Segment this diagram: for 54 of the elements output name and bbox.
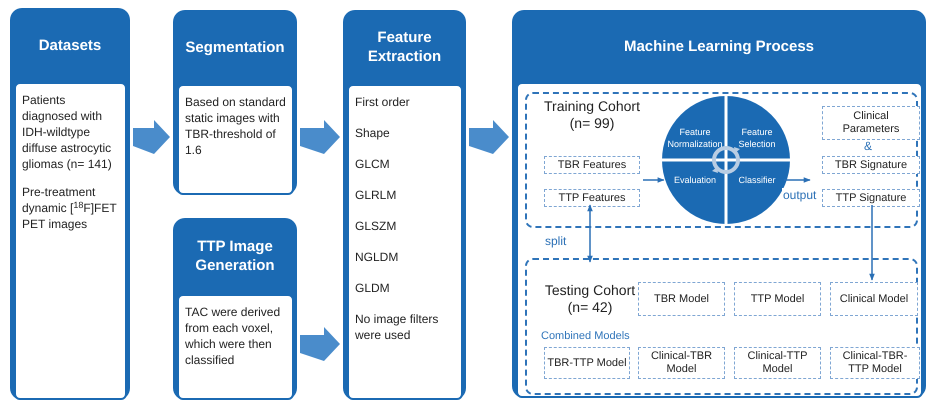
dashed-box: TTP Signature [822,189,920,207]
dashed-box: TTP Model [734,282,821,316]
arrow [869,205,875,281]
dashed-box: TBR-TTP Model [544,347,630,379]
dashed-box: TBR Features [544,156,640,174]
cohort-title: Testing Cohort (n= 42) [544,282,636,316]
dashed-box: TTP Features [544,189,640,207]
panel-heading: TTP Image Generation [194,237,276,275]
block-arrow [300,120,340,154]
dashed-box: Clinical Model [830,282,918,316]
dashed-box: Clinical Parameters [822,106,920,140]
quadrant-label: Feature Normalization [664,126,726,150]
dashed-box: Clinical-TBR-TTP Model [830,347,920,379]
process-panel [512,10,926,398]
ampersand-text: & [864,139,872,153]
quadrant-label: Evaluation [664,174,726,186]
dashed-box: Clinical-TBR Model [638,347,725,379]
panel-heading: Datasets [38,36,102,54]
dashed-box: Clinical-TTP Model [734,347,821,379]
cohort-title: Training Cohort (n= 99) [543,98,641,132]
process-panel [173,10,297,195]
dashed-group-box [525,92,918,228]
dashed-box: TBR Model [638,282,725,316]
panel-heading: Segmentation [185,38,285,56]
process-panel [10,8,130,400]
body-text: First order [355,94,411,110]
arrow [587,204,593,263]
body-text: GLCM [355,156,391,172]
dashed-group-box [525,258,918,395]
body-text: GLSZM [355,218,398,234]
body-text: GLRLM [355,187,398,203]
arrow [643,177,665,183]
edge-label: split [544,234,568,248]
body-text: Shape [355,125,391,141]
body-text: Pre-treatment dynamic [$^{18}$F]FET PET images [22,184,118,232]
process-panel [173,218,297,400]
arrow [784,177,811,183]
block-arrow [469,120,509,154]
process-panel [343,10,466,400]
quadrant-label: Classifier [726,174,788,186]
body-text: GLDM [355,280,391,296]
body-text: Patients diagnosed with IDH-wildtype diffuse astrocytic gliomas (n= 141) [22,92,113,172]
body-text: No image filters were used [355,311,440,343]
dashed-box: TBR Signature [822,156,920,174]
section-heading: Combined Models [541,330,631,343]
body-text: TAC were derived from each voxel, which were then classified [185,304,282,368]
panel-heading: Feature Extraction [366,28,442,66]
edge-label: output [782,188,818,202]
body-text: NGLDM [355,249,400,265]
block-arrow [300,327,340,361]
block-arrow [133,120,170,154]
panel-heading: Machine Learning Process [624,36,814,56]
quadrant-label: Feature Selection [726,126,788,150]
body-text: Based on standard static images with TBR-threshold of 1.6 [185,94,286,158]
